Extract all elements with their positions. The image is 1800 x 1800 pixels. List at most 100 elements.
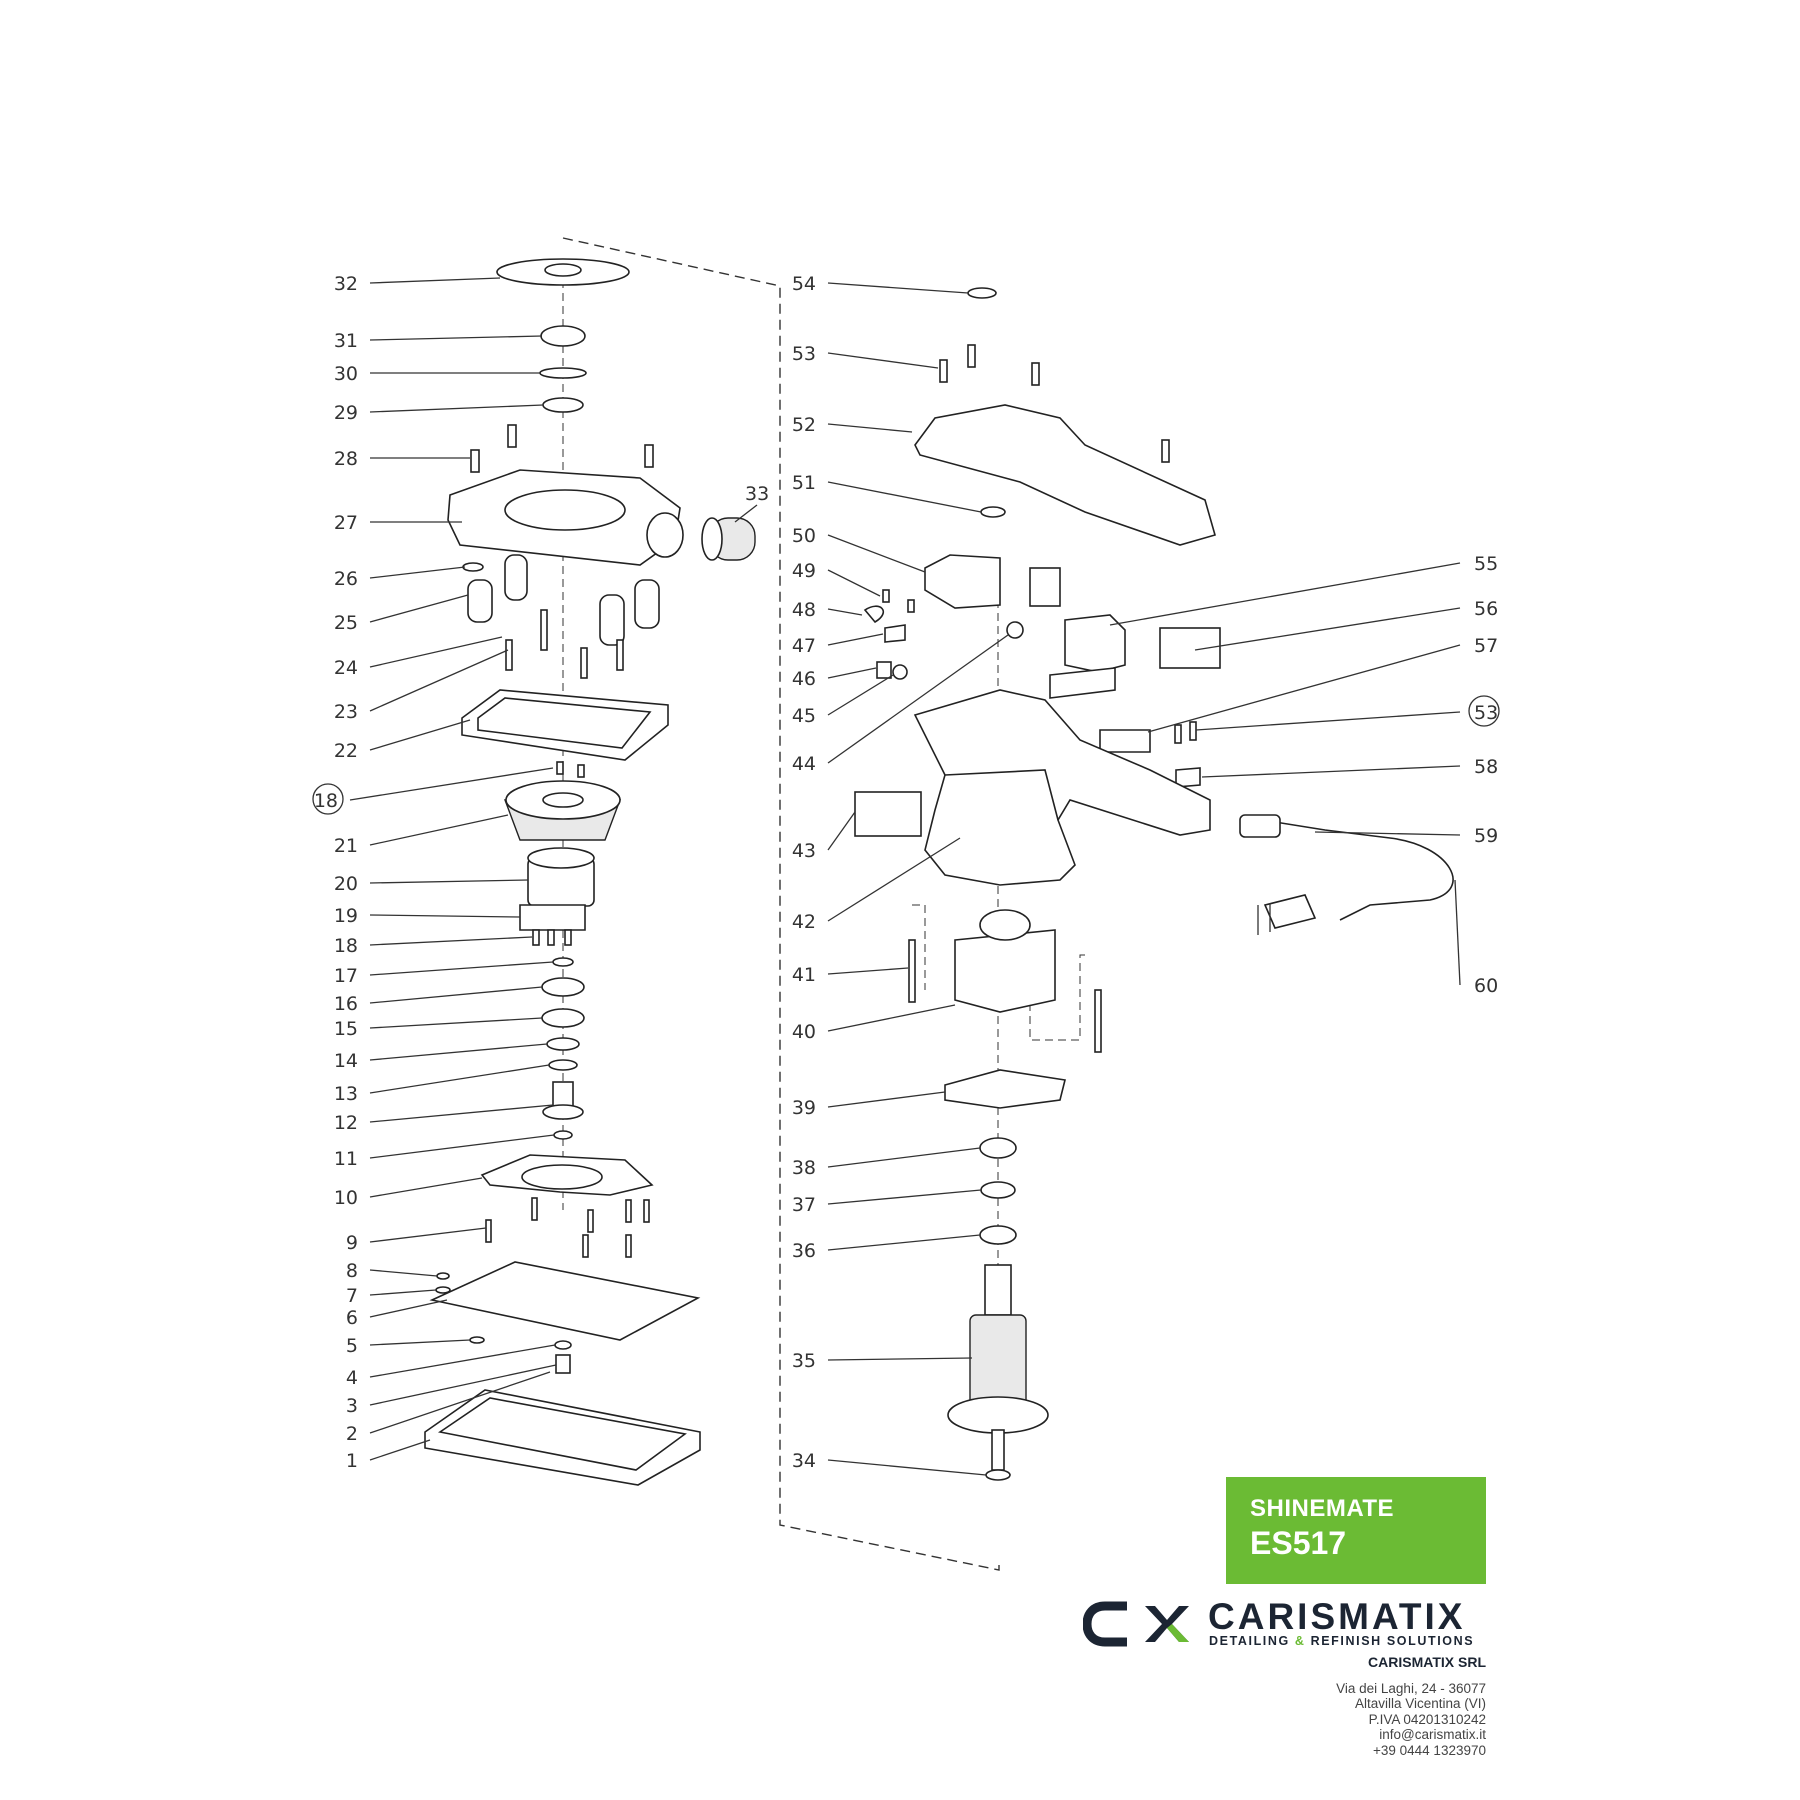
leader-line <box>827 674 894 716</box>
leader-line <box>369 335 543 341</box>
part-41-long-screws <box>908 939 1102 1053</box>
callout-number: 8 <box>346 1260 358 1282</box>
leader-line <box>369 1064 550 1094</box>
callout-number: 7 <box>346 1285 358 1307</box>
part-17-clip <box>552 957 574 967</box>
callout-number: 53 <box>792 343 816 365</box>
callout-number: 55 <box>1474 553 1498 575</box>
part-34-washer <box>985 1469 1011 1481</box>
leader-line <box>369 986 543 1004</box>
part-49-screws <box>882 589 915 613</box>
leader-line <box>369 936 533 946</box>
callout-number: 5 <box>346 1335 358 1357</box>
leader-line <box>827 481 982 513</box>
callout-number: 59 <box>1474 825 1498 847</box>
callout-number: 58 <box>1474 756 1498 778</box>
logo-tagline-amp: & <box>1294 1634 1306 1648</box>
callout-number: 29 <box>334 402 358 424</box>
part-48-spring <box>863 605 885 624</box>
callout-number: 30 <box>334 363 358 385</box>
part-6-base-plate <box>429 1261 701 1341</box>
leader-line <box>1201 765 1461 778</box>
part-38-bushing <box>979 1137 1017 1159</box>
callout-number: 15 <box>334 1018 358 1040</box>
part-5-washer <box>469 1336 485 1344</box>
leader-line <box>1194 607 1461 651</box>
part-18-screws <box>532 929 572 946</box>
part-37-bearing <box>980 1181 1016 1199</box>
part-26-washer <box>462 562 484 572</box>
callout-number: 21 <box>334 835 358 857</box>
callout-number: 12 <box>334 1112 358 1134</box>
leader-line <box>349 767 554 801</box>
leader-line <box>827 1147 981 1168</box>
part-58-clamp <box>1175 767 1201 788</box>
part-36-bearing <box>979 1225 1017 1245</box>
leader-line <box>827 1004 956 1032</box>
callout-number: 40 <box>792 1021 816 1043</box>
callout-number: 2 <box>346 1423 358 1445</box>
leader-line <box>827 634 1009 764</box>
leader-line <box>369 914 521 918</box>
leader-line <box>827 667 877 679</box>
part-13-washer <box>548 1059 578 1071</box>
company-address-2: Altavilla Vicentina (VI) <box>1354 1696 1486 1711</box>
callout-number: 53 <box>1474 702 1498 724</box>
callout-number: 6 <box>346 1307 358 1329</box>
callout-number: 38 <box>792 1157 816 1179</box>
part-9-screws <box>485 1197 650 1258</box>
leader-line <box>369 814 509 846</box>
leader-line <box>827 633 884 646</box>
callout-number: 35 <box>792 1350 816 1372</box>
callout-number: 54 <box>792 273 816 295</box>
leader-line <box>369 1104 554 1123</box>
leader-line <box>369 404 544 413</box>
part-57-capacitor <box>1099 729 1151 753</box>
company-name: CARISMATIX SRL <box>1368 1654 1486 1670</box>
logo-tagline: DETAILING & REFINISH SOLUTIONS <box>1209 1634 1474 1648</box>
leader-line <box>369 1344 556 1378</box>
callout-number: 3 <box>346 1395 358 1417</box>
callout-number: 19 <box>334 905 358 927</box>
callout-number: 60 <box>1474 975 1498 997</box>
part-29-washer <box>542 397 584 413</box>
leader-line <box>1195 711 1461 731</box>
callout-number: 14 <box>334 1050 358 1072</box>
leader-line <box>827 837 961 922</box>
part-40-stator <box>954 929 1056 1013</box>
leader-line <box>827 534 926 573</box>
leader-line <box>369 1439 431 1461</box>
leader-line <box>827 811 856 851</box>
leader-line <box>369 1177 483 1198</box>
callout-number: 18 <box>334 935 358 957</box>
leader-line <box>369 961 554 976</box>
part-14-washer <box>546 1037 580 1051</box>
callout-layer: 3231302928272625242322182120191817161514… <box>312 273 1500 1476</box>
part-23-pins <box>505 609 624 679</box>
company-email: info@carismatix.it <box>1379 1727 1486 1742</box>
leader-line <box>1147 644 1461 733</box>
callout-number: 20 <box>334 873 358 895</box>
callout-number: 44 <box>792 753 816 775</box>
leader-line <box>827 352 939 369</box>
leader-line <box>734 504 758 523</box>
callout-number: 28 <box>334 448 358 470</box>
callout-number: 31 <box>334 330 358 352</box>
part-11-washer <box>553 1130 573 1140</box>
leader-line <box>369 636 503 668</box>
leader-line <box>827 1357 973 1361</box>
part-42-motor-housing <box>913 689 1211 886</box>
company-vat: P.IVA 04201310242 <box>1368 1711 1486 1727</box>
callout-number: 16 <box>334 993 358 1015</box>
part-45-coil <box>892 664 908 680</box>
callout-number: 39 <box>792 1097 816 1119</box>
callout-number: 4 <box>346 1367 358 1389</box>
callout-number: 1 <box>346 1450 358 1472</box>
left-assembly-parts <box>424 258 756 1486</box>
callout-number: 22 <box>334 740 358 762</box>
product-name: SHINEMATE <box>1250 1495 1395 1522</box>
leader-line <box>827 608 863 616</box>
part-15-bearing <box>541 1008 585 1028</box>
leader-line <box>827 967 909 975</box>
callout-number: 42 <box>792 911 816 933</box>
